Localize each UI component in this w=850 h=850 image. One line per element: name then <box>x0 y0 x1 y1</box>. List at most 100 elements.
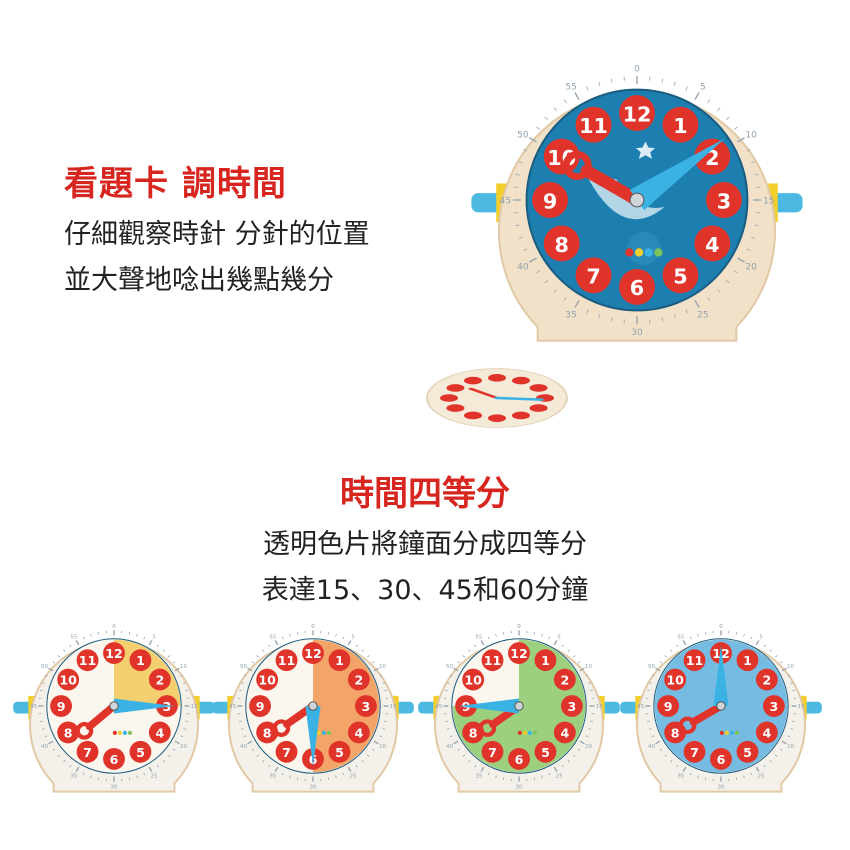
minute-tick <box>136 633 138 637</box>
minute-number: 25 <box>556 774 563 780</box>
card-hour-disc <box>440 394 458 402</box>
minute-tick <box>574 92 580 100</box>
minute-tick <box>553 640 558 646</box>
minute-tick <box>444 689 448 692</box>
minute-number: 35 <box>475 774 482 780</box>
card-hour-disc <box>488 374 506 382</box>
center-pin <box>109 701 119 711</box>
hour-number-disc <box>657 695 680 717</box>
hour-number-disc <box>534 740 557 763</box>
minute-tick <box>750 772 753 776</box>
minute-tick <box>90 633 92 637</box>
hour-number-disc <box>76 740 99 763</box>
section1-title: 看題卡 調時間 <box>64 164 287 204</box>
minute-tick <box>243 735 247 738</box>
hour-number-disc <box>575 257 612 294</box>
minute-number: 0 <box>517 624 521 630</box>
minute-tick <box>781 740 787 745</box>
hour-number: 2 <box>354 673 363 688</box>
minute-tick <box>274 766 279 772</box>
minute-number: 10 <box>745 131 757 141</box>
minute-tick <box>57 655 60 658</box>
card-hour-disc <box>512 376 530 385</box>
hour-number-disc <box>347 721 370 744</box>
minute-tick <box>664 655 667 658</box>
minute-number: 15 <box>596 704 603 710</box>
minute-tick <box>449 674 453 677</box>
minute-tick <box>251 748 255 751</box>
card-minute-hand <box>494 396 544 401</box>
hour-number: 5 <box>541 745 550 760</box>
hour-number-disc <box>103 642 125 665</box>
hour-number-disc <box>736 649 759 672</box>
minute-hand <box>629 138 726 211</box>
minute-tick <box>148 766 153 772</box>
minute-tick <box>48 740 54 745</box>
minute-tick <box>533 777 536 781</box>
minute-number: 5 <box>759 635 762 641</box>
minute-tick <box>289 775 291 779</box>
minute-tick <box>495 775 497 779</box>
minute-tick <box>651 735 655 738</box>
minute-tick <box>367 655 370 658</box>
minute-tick <box>185 689 189 692</box>
hour-number-disc <box>129 649 152 672</box>
minute-number: 35 <box>269 774 276 780</box>
cloud-decoration <box>627 231 661 265</box>
minute-tick <box>361 760 364 763</box>
hour-number: 12 <box>623 102 652 126</box>
center-pin <box>716 701 726 711</box>
hour-hand <box>580 164 644 207</box>
minute-tick <box>754 173 759 176</box>
minute-tick <box>251 661 255 664</box>
minute-tick <box>735 631 738 635</box>
color-dot <box>729 730 735 735</box>
minute-tick <box>468 649 471 652</box>
hour-number: 9 <box>256 699 265 714</box>
minute-tick <box>661 317 664 322</box>
minute-tick <box>676 764 679 768</box>
minute-tick <box>590 689 594 692</box>
minute-tick <box>746 248 751 251</box>
hour-number-disc <box>706 182 742 218</box>
minute-tick <box>573 754 576 757</box>
minute-tick <box>296 777 299 781</box>
minute-tick <box>162 760 165 763</box>
minute-number: 55 <box>70 635 77 641</box>
minute-tick <box>63 760 66 763</box>
hour-number-disc <box>256 668 279 691</box>
minute-tick <box>474 764 477 768</box>
minute-tick <box>553 288 557 293</box>
hour-number: 11 <box>278 653 296 668</box>
hour-number: 2 <box>155 673 164 688</box>
minute-tick <box>474 644 477 648</box>
hour-number-disc <box>275 649 298 672</box>
hour-number: 7 <box>690 745 699 760</box>
minute-tick <box>156 764 159 768</box>
hour-number-disc <box>57 721 80 744</box>
hour-number-disc <box>710 748 732 770</box>
hour-number-disc <box>534 649 557 672</box>
minute-tick <box>670 760 673 763</box>
hour-number-disc <box>148 668 171 691</box>
minute-tick <box>240 682 244 684</box>
minute-tick <box>588 682 592 684</box>
hour-number: 4 <box>354 726 363 741</box>
minute-tick <box>779 748 783 751</box>
minute-tick <box>577 661 581 664</box>
minute-number: 45 <box>229 704 236 710</box>
minute-number: 45 <box>435 704 442 710</box>
minute-tick <box>536 126 541 130</box>
minute-number: 10 <box>180 664 187 670</box>
hour-number: 7 <box>488 745 497 760</box>
color-dot <box>522 730 527 735</box>
minute-tick <box>673 81 676 86</box>
card-hour-hand <box>468 387 500 400</box>
section2-description-line2: 表達15、30、45和60分鐘 <box>261 575 589 606</box>
minute-tick <box>567 649 570 652</box>
minute-tick <box>172 661 176 664</box>
color-dot <box>625 248 634 257</box>
minute-tick <box>136 775 138 779</box>
